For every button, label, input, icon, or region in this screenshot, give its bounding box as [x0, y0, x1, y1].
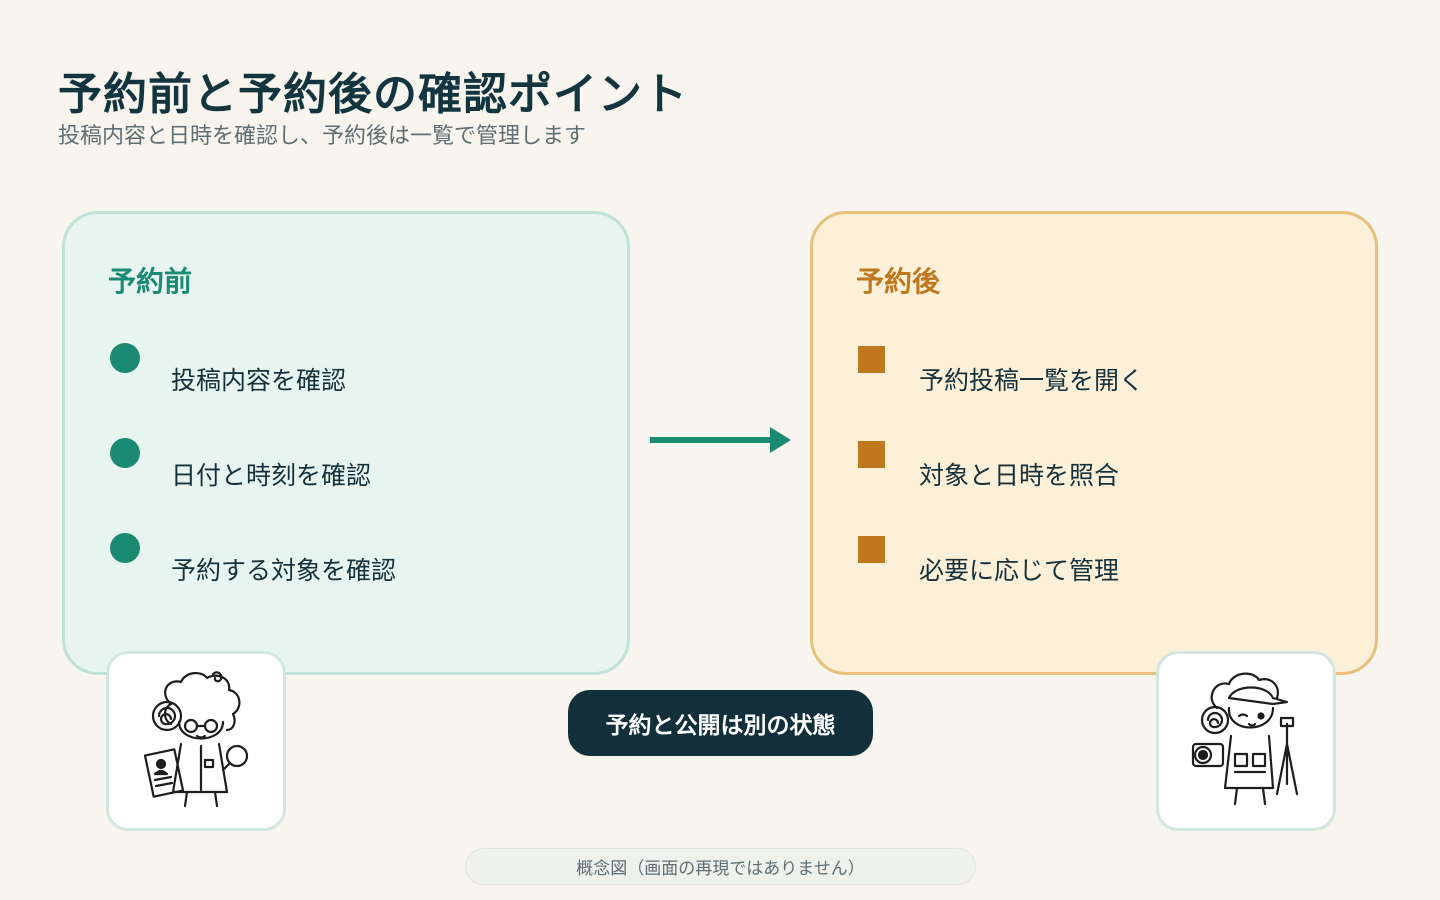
before-item: 予約する対象を確認: [65, 533, 627, 593]
photographer-character-icon: [1191, 672, 1299, 806]
before-item-label: 予約する対象を確認: [171, 556, 397, 585]
disclaimer-note: 概念図（画面の再現ではありません）: [465, 848, 976, 885]
before-item-label: 投稿内容を確認: [171, 366, 347, 395]
inspector-character-icon: [143, 671, 249, 808]
after-panel-title: 予約後: [856, 265, 941, 298]
before-item: 投稿内容を確認: [65, 343, 627, 403]
square-bullet-icon: [858, 536, 885, 563]
circle-bullet-icon: [110, 533, 140, 563]
square-bullet-icon: [858, 346, 885, 373]
after-item-label: 必要に応じて管理: [919, 556, 1120, 585]
after-item: 対象と日時を照合: [813, 438, 1375, 498]
inspector-avatar-card: [106, 651, 286, 831]
before-panel-title: 予約前: [108, 265, 193, 298]
circle-bullet-icon: [110, 438, 140, 468]
before-item-label: 日付と時刻を確認: [171, 461, 372, 490]
arrow-right-icon: [650, 427, 791, 453]
square-bullet-icon: [858, 441, 885, 468]
page-subtitle: 投稿内容と日時を確認し、予約後は一覧で管理します: [58, 124, 587, 149]
after-item: 予約投稿一覧を開く: [813, 343, 1375, 403]
after-item-label: 予約投稿一覧を開く: [919, 366, 1145, 395]
page-title: 予約前と予約後の確認ポイント: [58, 69, 688, 120]
after-item: 必要に応じて管理: [813, 533, 1375, 593]
before-item: 日付と時刻を確認: [65, 438, 627, 498]
before-panel: 予約前 投稿内容を確認 日付と時刻を確認 予約する対象を確認: [62, 211, 630, 675]
after-item-label: 対象と日時を照合: [919, 461, 1120, 490]
photographer-avatar-card: [1156, 651, 1336, 831]
after-panel: 予約後 予約投稿一覧を開く 対象と日時を照合 必要に応じて管理: [810, 211, 1378, 675]
status-badge: 予約と公開は別の状態: [568, 690, 873, 756]
circle-bullet-icon: [110, 343, 140, 373]
